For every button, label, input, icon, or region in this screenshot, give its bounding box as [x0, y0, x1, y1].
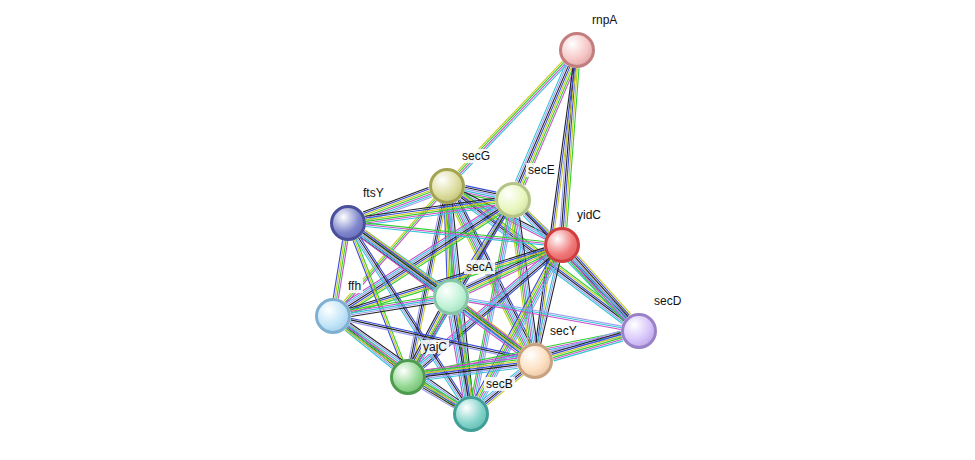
- evidence-line: [363, 233, 521, 350]
- evidence-line: [424, 386, 456, 405]
- interaction-edge: [350, 297, 434, 317]
- evidence-line: [426, 362, 517, 374]
- interaction-edge: [350, 318, 518, 358]
- protein-label: rnpA: [590, 13, 619, 27]
- protein-label: ftsY: [361, 186, 386, 200]
- evidence-line: [468, 302, 621, 330]
- protein-node: rnpA: [559, 32, 595, 68]
- evidence-line: [346, 329, 455, 406]
- interaction-edge: [449, 314, 473, 397]
- protein-node: yidC: [544, 227, 580, 263]
- evidence-line: [349, 324, 458, 401]
- interaction-edge: [536, 68, 577, 344]
- protein-label: secE: [526, 163, 557, 177]
- evidence-line: [463, 195, 626, 318]
- evidence-line: [423, 388, 455, 407]
- evidence-line: [347, 327, 456, 404]
- evidence-line: [449, 316, 463, 398]
- evidence-line: [348, 210, 498, 306]
- evidence-line: [536, 68, 573, 343]
- evidence-line: [350, 323, 459, 400]
- evidence-line: [351, 298, 434, 311]
- protein-node: secD: [621, 313, 657, 349]
- evidence-line: [483, 370, 519, 400]
- evidence-line: [351, 300, 433, 313]
- evidence-line: [366, 227, 544, 245]
- evidence-line: [366, 203, 495, 221]
- evidence-line: [366, 200, 495, 218]
- evidence-line: [515, 65, 565, 182]
- evidence-line: [351, 214, 501, 311]
- evidence-line: [452, 315, 466, 397]
- evidence-line: [572, 261, 625, 320]
- protein-node: secB: [453, 396, 489, 432]
- interaction-edge: [483, 370, 524, 405]
- evidence-line: [523, 68, 573, 185]
- protein-label: ffh: [346, 279, 363, 293]
- evidence-line: [570, 262, 623, 321]
- evidence-line: [333, 240, 342, 297]
- evidence-line: [335, 241, 344, 299]
- evidence-line: [366, 223, 544, 241]
- evidence-line: [522, 67, 572, 184]
- evidence-line: [362, 234, 520, 351]
- interaction-edge: [570, 255, 631, 321]
- interaction-edge: [366, 223, 545, 245]
- interaction-edge: [523, 211, 629, 321]
- evidence-line: [575, 257, 628, 316]
- evidence-line: [426, 363, 517, 375]
- protein-label: secD: [652, 294, 683, 308]
- evidence-line: [552, 336, 621, 356]
- protein-node: secG: [429, 168, 465, 204]
- evidence-line: [422, 389, 454, 408]
- evidence-line: [360, 237, 518, 354]
- interaction-edge: [422, 383, 457, 408]
- evidence-line: [424, 385, 456, 404]
- evidence-line: [537, 68, 574, 343]
- protein-node: yajC: [390, 359, 426, 395]
- evidence-line: [573, 260, 626, 319]
- evidence-line: [484, 371, 520, 401]
- protein-node: secY: [517, 343, 553, 379]
- evidence-line: [577, 256, 630, 315]
- interaction-edge: [365, 198, 496, 224]
- protein-node: secE: [495, 182, 531, 218]
- evidence-line: [451, 315, 465, 397]
- evidence-line: [485, 373, 521, 403]
- interaction-edge: [515, 65, 574, 186]
- evidence-line: [350, 322, 517, 359]
- protein-label: yajC: [421, 340, 449, 354]
- interaction-edge: [360, 230, 523, 353]
- evidence-line: [539, 68, 576, 343]
- evidence-line: [520, 67, 570, 184]
- evidence-line: [425, 383, 457, 402]
- evidence-line: [578, 255, 631, 314]
- interaction-edge: [345, 206, 500, 311]
- evidence-line: [366, 225, 544, 243]
- evidence-line: [469, 300, 622, 328]
- protein-label: secY: [548, 324, 579, 338]
- evidence-line: [465, 309, 520, 351]
- protein-label: secG: [460, 149, 492, 163]
- protein-node: secA: [433, 279, 469, 315]
- evidence-line: [469, 299, 622, 327]
- protein-label: secA: [464, 260, 495, 274]
- evidence-line: [467, 306, 522, 348]
- protein-node: ffh: [315, 298, 351, 334]
- interaction-edge: [345, 323, 459, 407]
- evidence-line: [361, 236, 519, 353]
- evidence-line: [426, 365, 517, 377]
- protein-node: ftsY: [330, 205, 366, 241]
- evidence-line: [365, 198, 494, 216]
- evidence-line: [350, 297, 433, 310]
- evidence-line: [574, 258, 627, 317]
- evidence-line: [466, 307, 521, 349]
- protein-label: yidC: [575, 208, 603, 222]
- protein-label: secB: [484, 377, 515, 391]
- evidence-line: [348, 326, 457, 403]
- evidence-line: [366, 202, 495, 220]
